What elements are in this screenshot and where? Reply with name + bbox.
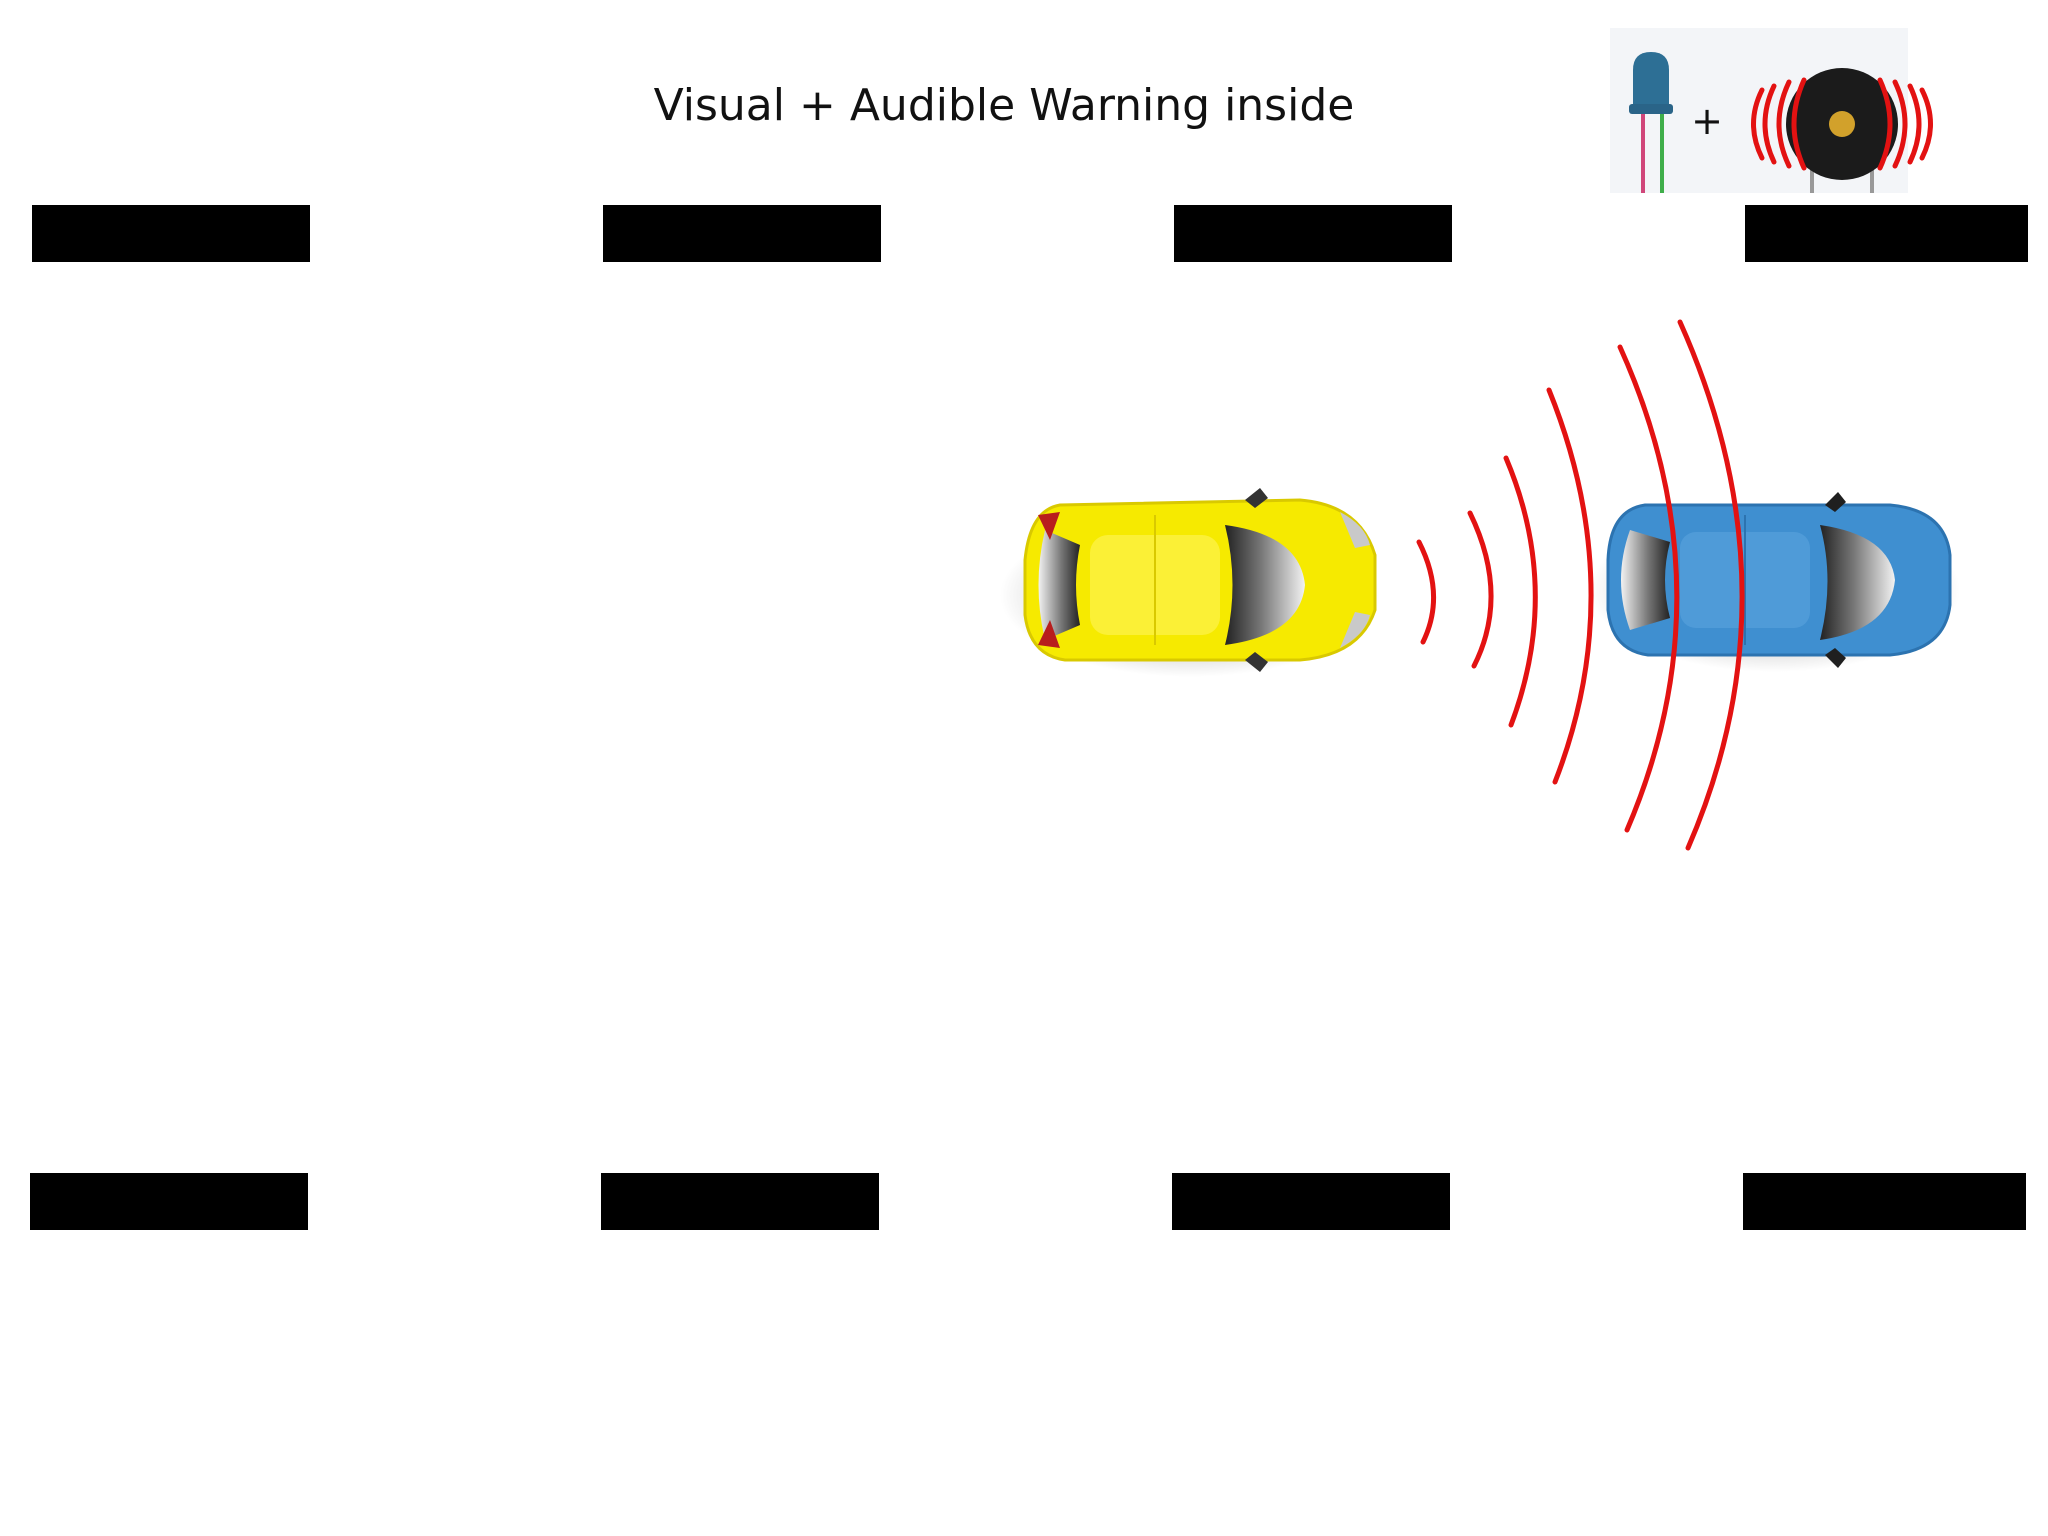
wave-arc xyxy=(1617,344,1680,833)
yellow-car-icon xyxy=(1000,488,1380,677)
buzzer-icon xyxy=(1751,68,1933,193)
lane-dash xyxy=(1174,205,1452,262)
lane-markings-top xyxy=(32,205,2028,262)
wave-arc xyxy=(1467,510,1494,669)
lane-dash xyxy=(1743,1173,2026,1230)
wave-arc xyxy=(1546,387,1594,785)
lane-dash xyxy=(601,1173,879,1230)
warning-legend: + xyxy=(1610,28,1933,193)
lane-dash xyxy=(603,205,881,262)
led-icon xyxy=(1629,52,1673,193)
wave-arc xyxy=(1677,319,1745,851)
wave-arc xyxy=(1503,455,1538,728)
legend-plus: + xyxy=(1691,99,1723,143)
wave-arc xyxy=(1416,539,1437,645)
lane-dash xyxy=(32,205,310,262)
page-title: Visual + Audible Warning inside xyxy=(653,80,1355,131)
lane-dash xyxy=(30,1173,308,1230)
lane-markings-bottom xyxy=(30,1173,2026,1230)
blue-car-icon xyxy=(1590,492,1960,672)
lane-dash xyxy=(1745,205,2028,262)
lane-dash xyxy=(1172,1173,1450,1230)
warning-waves xyxy=(1416,319,1745,851)
